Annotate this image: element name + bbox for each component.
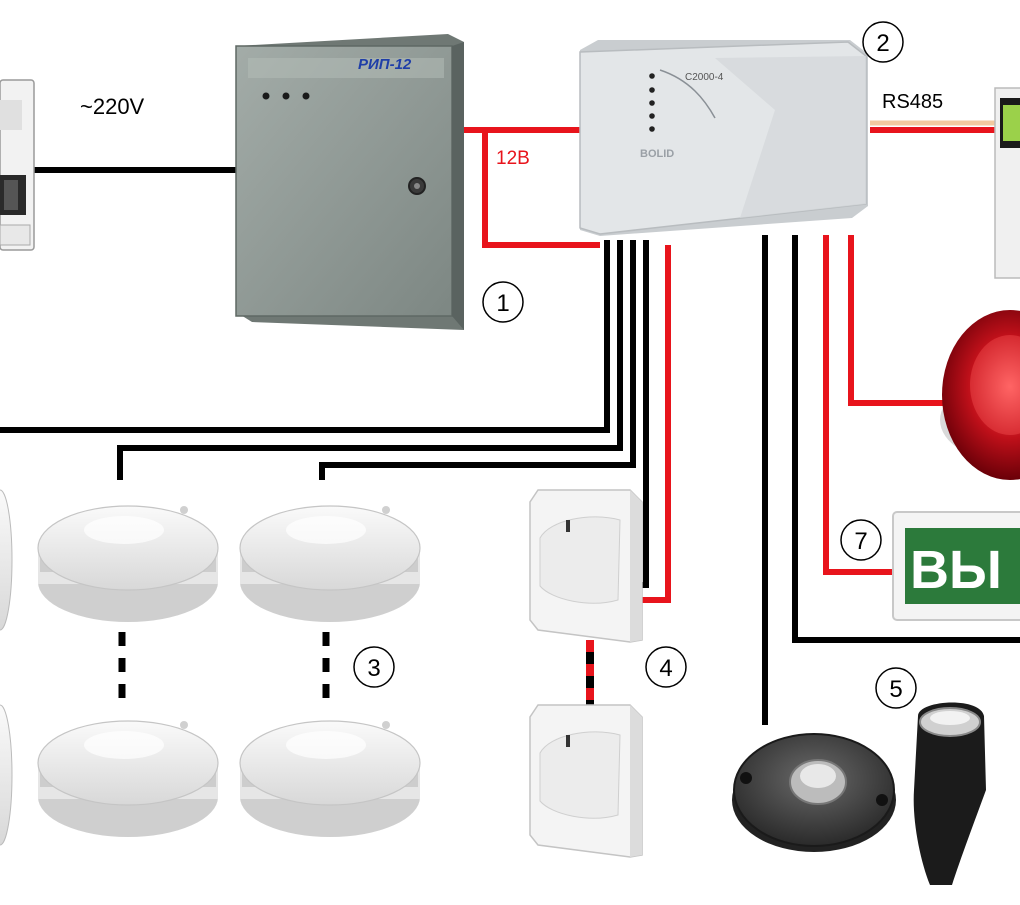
svg-text:2: 2 [876,30,889,57]
circuit-breaker [0,79,35,251]
dc-voltage-label: 12В [496,148,530,169]
controller-led-1 [649,73,655,79]
svg-text:5: 5 [889,676,902,703]
callout-1: 1 [482,281,524,323]
motion-detector [529,489,643,643]
sign-wire [823,235,900,575]
power-supply-unit: РИП-12 [235,34,464,330]
controller-led-4 [649,113,655,119]
callout-7: 7 [840,519,882,561]
smoke-detector-partial-top [0,489,13,631]
psu-brand-label: РИП-12 [358,56,412,73]
wiring [0,120,1020,725]
bus-label: RS485 [882,91,943,113]
dc-power-wire-2 [482,130,600,248]
controller-led-5 [649,126,655,132]
callout-5: 5 [875,667,917,709]
siren [940,310,1020,480]
loop-wire-right [792,235,1020,643]
psu-led-1 [262,92,270,100]
loop-wire-4-power [640,245,671,603]
motion-detector [529,704,643,858]
controller-led-2 [649,87,655,93]
loop-wire-3 [319,240,636,480]
callout-4: 4 [645,646,687,688]
exit-sign-text: ВЫ [910,540,1002,600]
smoke-detector [239,720,421,837]
smoke-detector [37,505,219,622]
key-fob [913,702,986,885]
smoke-detector [239,505,421,622]
controller-unit: С2000-4 BOLID [579,40,868,236]
controller-led-3 [649,100,655,106]
motion-detectors [529,489,643,858]
svg-text:4: 4 [659,655,672,682]
svg-text:7: 7 [854,528,867,555]
psu-led-2 [282,92,290,100]
smoke-detectors [0,489,421,846]
controller-brand-label: BOLID [640,148,674,160]
controller-model-label: С2000-4 [685,72,724,83]
loop-wire-2 [117,240,623,480]
smoke-detector [37,720,219,837]
control-keypad [994,87,1020,279]
exit-sign: ВЫ [892,511,1020,621]
callouts: 1 2 3 4 5 7 [353,21,917,709]
psu-led-3 [302,92,310,100]
svg-text:1: 1 [496,290,509,317]
svg-text:3: 3 [367,655,380,682]
smoke-detector-partial-bottom [0,704,13,846]
loop-wire-1 [0,240,610,433]
siren-wire [848,235,945,406]
ac-voltage-label: ~220V [80,94,145,119]
key-reader [732,733,896,852]
callout-2: 2 [862,21,904,63]
callout-3: 3 [353,646,395,688]
